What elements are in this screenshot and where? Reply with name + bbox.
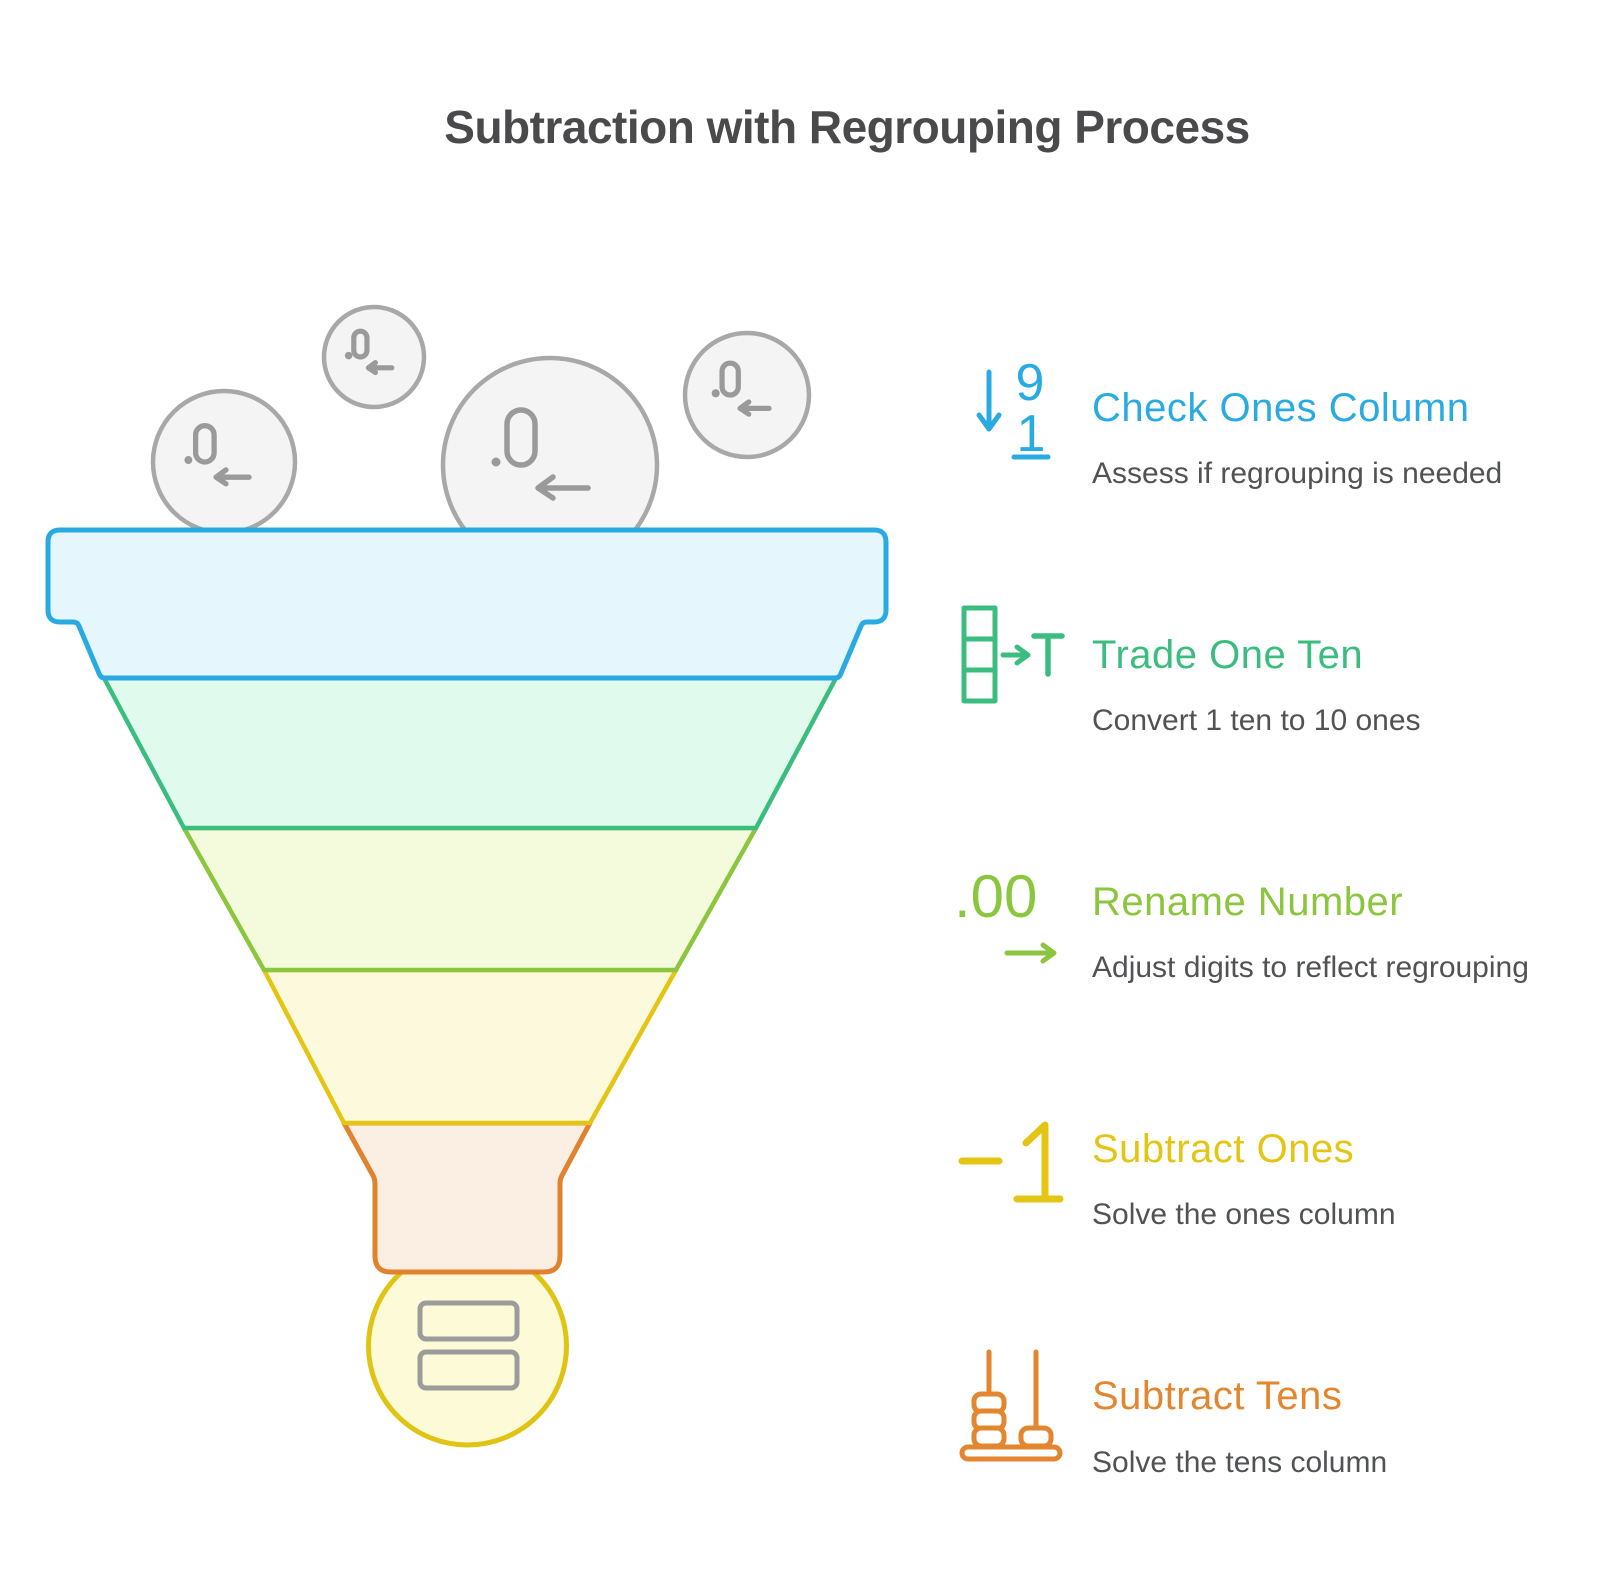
page-title: Subtraction with Regrouping Process [444,101,1250,153]
step-title-trade-one-ten: Trade One Ten [1092,633,1364,677]
digit-bubble-1 [150,388,298,536]
funnel-segment-3 [181,825,759,973]
funnel-segment-1 [45,527,889,681]
digit-bubble-4 [682,330,812,460]
minus-one-icon [958,1121,1064,1203]
step-title-subtract-ones: Subtract Ones [1092,1127,1355,1171]
step-description-trade-one-ten: Convert 1 ten to 10 ones [1092,704,1421,737]
funnel-segment-2 [101,675,839,831]
digit-one-glyph: 1 [1017,405,1046,463]
left-arrow-icon [365,360,395,376]
letter-t-glyph [1031,633,1065,677]
funnel-outlet-circle [366,1244,569,1448]
step-description-rename-number: Adjust digits to reflect regrouping [1092,951,1529,984]
point-zero-zero-glyph: .00 [954,863,1037,930]
abacus-icon [959,1349,1063,1462]
step-description-subtract-ones: Solve the ones column [1092,1198,1396,1231]
funnel-segment-4 [261,967,679,1126]
down-arrow-icon [976,369,1002,432]
right-arrow-icon [1004,942,1057,964]
point-zero-zero-arrow-icon: .00 [954,863,1057,964]
digit-bubble-2 [321,304,427,410]
funnel-segment-5 [341,1120,593,1275]
step-title-rename-number: Rename Number [1092,880,1404,924]
digit-nine-glyph: 9 [1016,354,1045,412]
step-title-check-ones-column: Check Ones Column [1092,386,1470,430]
digit-one-glyph [1022,1121,1049,1199]
left-arrow-icon [737,399,772,417]
step-description-subtract-tens: Solve the tens column [1092,1446,1388,1479]
equals-icon [417,1349,520,1391]
abacus-base [959,1444,1063,1462]
equals-icon [417,1300,520,1342]
step-title-subtract-tens: Subtract Tens [1092,1374,1343,1418]
step-description-check-ones-column: Assess if regrouping is needed [1092,457,1503,490]
left-arrow-icon [535,474,591,501]
column-digits-down-arrow-icon: 9 1 [976,354,1051,463]
right-arrow-icon [1000,644,1031,666]
base-ten-rod-arrow-t-icon [961,605,1065,704]
left-arrow-icon [213,467,252,487]
